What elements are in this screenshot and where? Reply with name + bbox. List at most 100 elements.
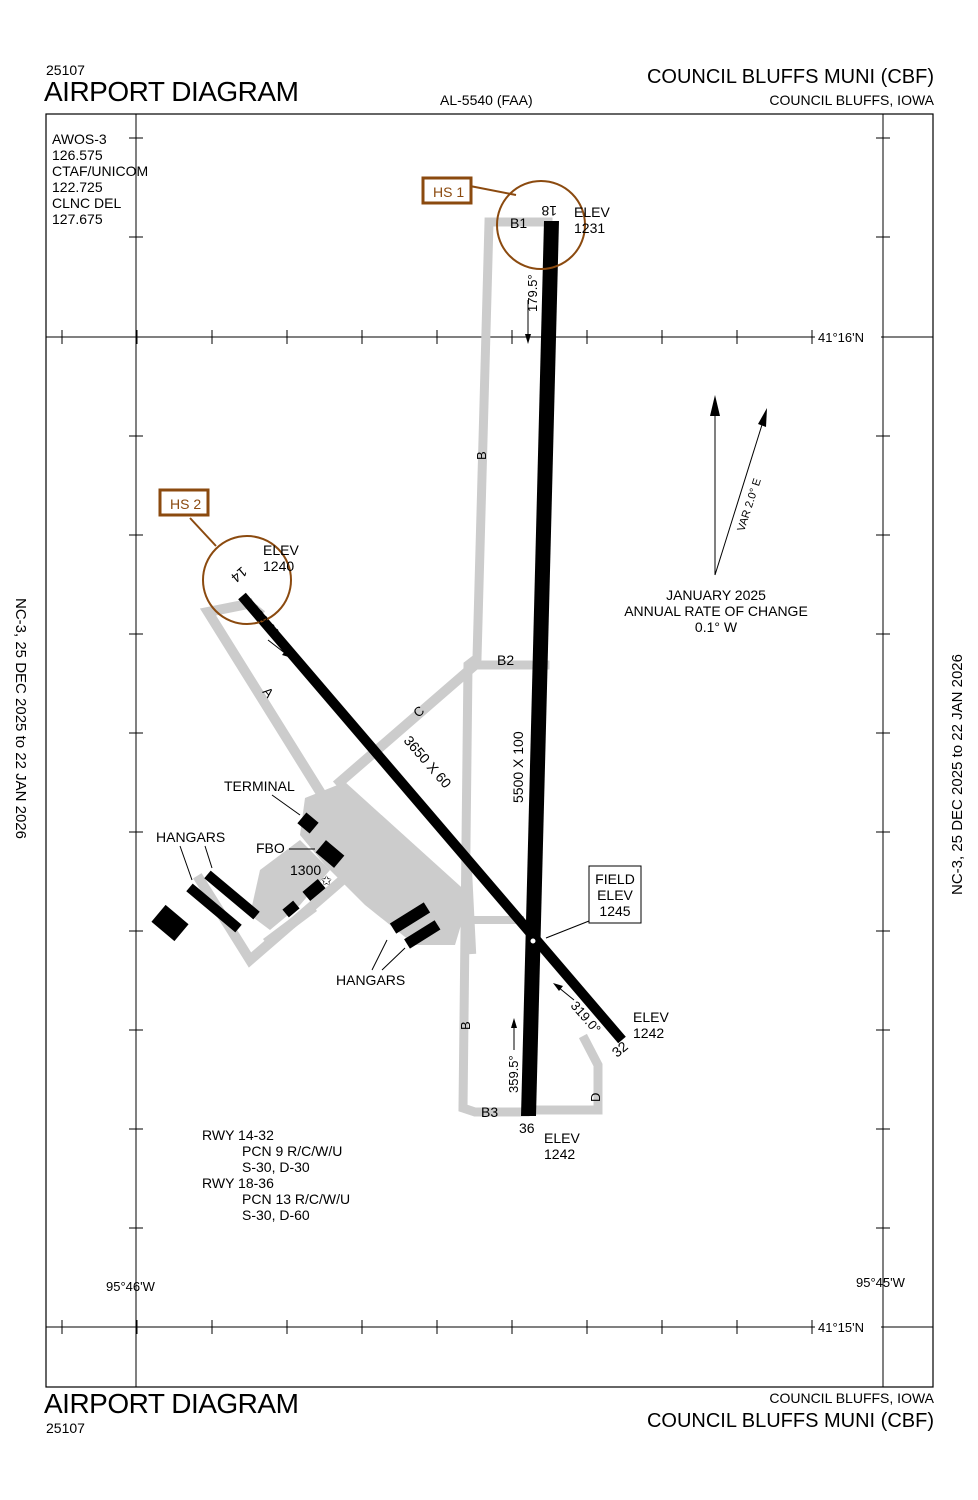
- hangars-east-leader-1: [371, 939, 388, 971]
- runway-14-32-dimensions: 3650 X 60: [401, 732, 455, 791]
- page-title: AIRPORT DIAGRAM: [44, 76, 299, 107]
- tower-height-label: 1300: [290, 862, 321, 878]
- heading-18-label: 179.5°: [525, 274, 540, 312]
- city-state: COUNCIL BLUFFS, IOWA: [769, 92, 934, 108]
- pavement-block: RWY 14-32 PCN 9 R/C/W/U S-30, D-30 RWY 1…: [202, 1127, 350, 1223]
- hangar-east-1: [389, 902, 431, 934]
- terminal-leader: [271, 794, 301, 816]
- taxiway-d: [535, 1033, 603, 1115]
- hotspot-2-leader: [189, 517, 217, 547]
- heading-18-arrowhead: [525, 334, 531, 344]
- lon-label-left: 95°46'W: [106, 1279, 156, 1294]
- pavement-pcn-14-32: PCN 9 R/C/W/U: [242, 1143, 342, 1159]
- hotspot-2-box: [158, 488, 210, 517]
- latitude-ticks: [61, 330, 813, 1334]
- runway-14-32: [238, 592, 626, 1044]
- magnetic-north-arrowhead: [758, 408, 767, 427]
- taxiway-c: [332, 657, 483, 790]
- apron: [300, 782, 470, 945]
- true-north-arrowhead: [710, 395, 720, 416]
- pavement-rwy-14-32: RWY 14-32: [202, 1127, 274, 1143]
- hotspot-1-circle: [496, 180, 586, 270]
- al-number: AL-5540 (FAA): [440, 92, 533, 108]
- runway-18-36: [521, 221, 559, 1116]
- field-elev-title-2: ELEV: [597, 887, 633, 903]
- runway-14-label: 14: [228, 564, 250, 586]
- lon-label-right: 95°45'W: [856, 1275, 906, 1290]
- airport-name: COUNCIL BLUFFS MUNI (CBF): [646, 66, 934, 88]
- heading-32-arrow: [557, 986, 575, 1001]
- heading-14-arrowhead: [282, 650, 292, 658]
- runway-18-label: 18: [541, 203, 557, 219]
- lat-label-bottom: 41°15'N: [818, 1320, 864, 1335]
- hotspots: [158, 176, 586, 625]
- pavement-pcn-18-36: PCN 13 R/C/W/U: [242, 1191, 350, 1207]
- hangars-west-leader-2: [204, 845, 213, 869]
- hangar-row-1: [186, 883, 242, 933]
- hangars-west-leader-1: [179, 845, 193, 881]
- heading-32-arrowhead: [553, 983, 563, 991]
- heading-36-label: 359.5°: [506, 1055, 521, 1093]
- hotspot-2-label: HS 2: [170, 496, 201, 512]
- footer-chart-number: 25107: [46, 1420, 85, 1436]
- elev-18-value: 1231: [574, 220, 605, 236]
- hotspot-1-leader: [469, 185, 517, 196]
- fbo-building: [315, 840, 345, 868]
- runway-36-label: 36: [519, 1120, 535, 1136]
- hotspot-1-label: HS 1: [433, 184, 464, 200]
- elev-14-value: 1240: [263, 558, 294, 574]
- lat-label-top: 41°16'N: [818, 330, 864, 345]
- taxiway-b2-label: B2: [497, 652, 514, 668]
- hangar-east-2: [404, 920, 441, 949]
- apron-west: [250, 840, 330, 930]
- footer-airport-name: COUNCIL BLUFFS MUNI (CBF): [646, 1410, 934, 1432]
- chart-number: 25107: [46, 62, 85, 78]
- heading-14-arrow: [267, 639, 287, 655]
- hangars-west-label: HANGARS: [156, 829, 225, 845]
- building-small-2: [282, 900, 300, 918]
- taxiway-a: [199, 598, 329, 802]
- taxiway-b3-label: B3: [481, 1104, 498, 1120]
- taxiway-b-label-north: B: [474, 451, 489, 460]
- side-label-right: NC-3, 25 DEC 2025 to 22 JAN 2026: [949, 654, 966, 895]
- magnetic-rate-title: ANNUAL RATE OF CHANGE: [624, 603, 808, 619]
- elev-36-title: ELEV: [544, 1130, 580, 1146]
- magnetic-date: JANUARY 2025: [666, 587, 766, 603]
- chart-frame: [45, 113, 934, 1388]
- runway-18-36-dimensions: 5500 X 100: [510, 731, 526, 803]
- taxiway-connector-lower: [463, 865, 477, 955]
- building-small-1: [302, 878, 326, 902]
- field-elev-title-1: FIELD: [595, 871, 635, 887]
- terminal-building: [297, 812, 319, 834]
- runway-32-label: 32: [609, 1038, 631, 1060]
- heading-14-label: 139.0°: [246, 601, 282, 639]
- fbo-label: FBO: [256, 840, 285, 856]
- taxiway-d-label: D: [588, 1093, 603, 1102]
- hangars-east-label: HANGARS: [336, 972, 405, 988]
- taxiway-b1-label: B1: [510, 215, 527, 231]
- hotspot-1-box: [421, 176, 473, 205]
- footer-city-state: COUNCIL BLUFFS, IOWA: [769, 1390, 934, 1406]
- magnetic-rate-value: 0.1° W: [695, 619, 738, 635]
- terminal-label: TERMINAL: [224, 778, 295, 794]
- hangars-east-leader-2: [381, 947, 406, 971]
- hangar-large: [151, 904, 189, 942]
- taxiway-b-label-south: B: [458, 1021, 473, 1030]
- footer-title: AIRPORT DIAGRAM: [44, 1388, 299, 1419]
- pavement-sd-18-36: S-30, D-60: [242, 1207, 310, 1223]
- buildings: [151, 812, 441, 949]
- magnetic-variation-label: VAR 2.0° E: [735, 477, 763, 533]
- pavement-rwy-18-36: RWY 18-36: [202, 1175, 274, 1191]
- field-elev-point: [529, 937, 537, 945]
- field-elev-value: 1245: [599, 903, 630, 919]
- elev-14-title: ELEV: [263, 542, 299, 558]
- pavement-sd-14-32: S-30, D-30: [242, 1159, 310, 1175]
- side-label-left: NC-3, 25 DEC 2025 to 22 JAN 2026: [12, 598, 29, 839]
- taxiway-hangar-link: [263, 903, 317, 947]
- frequency-block: AWOS-3 126.575 CTAF/UNICOM 122.725 CLNC …: [52, 131, 149, 227]
- elev-36-value: 1242: [544, 1146, 575, 1162]
- hotspot-2-circle: [202, 535, 292, 625]
- heading-36-arrowhead: [511, 1018, 517, 1028]
- longitude-ticks: [129, 137, 890, 1229]
